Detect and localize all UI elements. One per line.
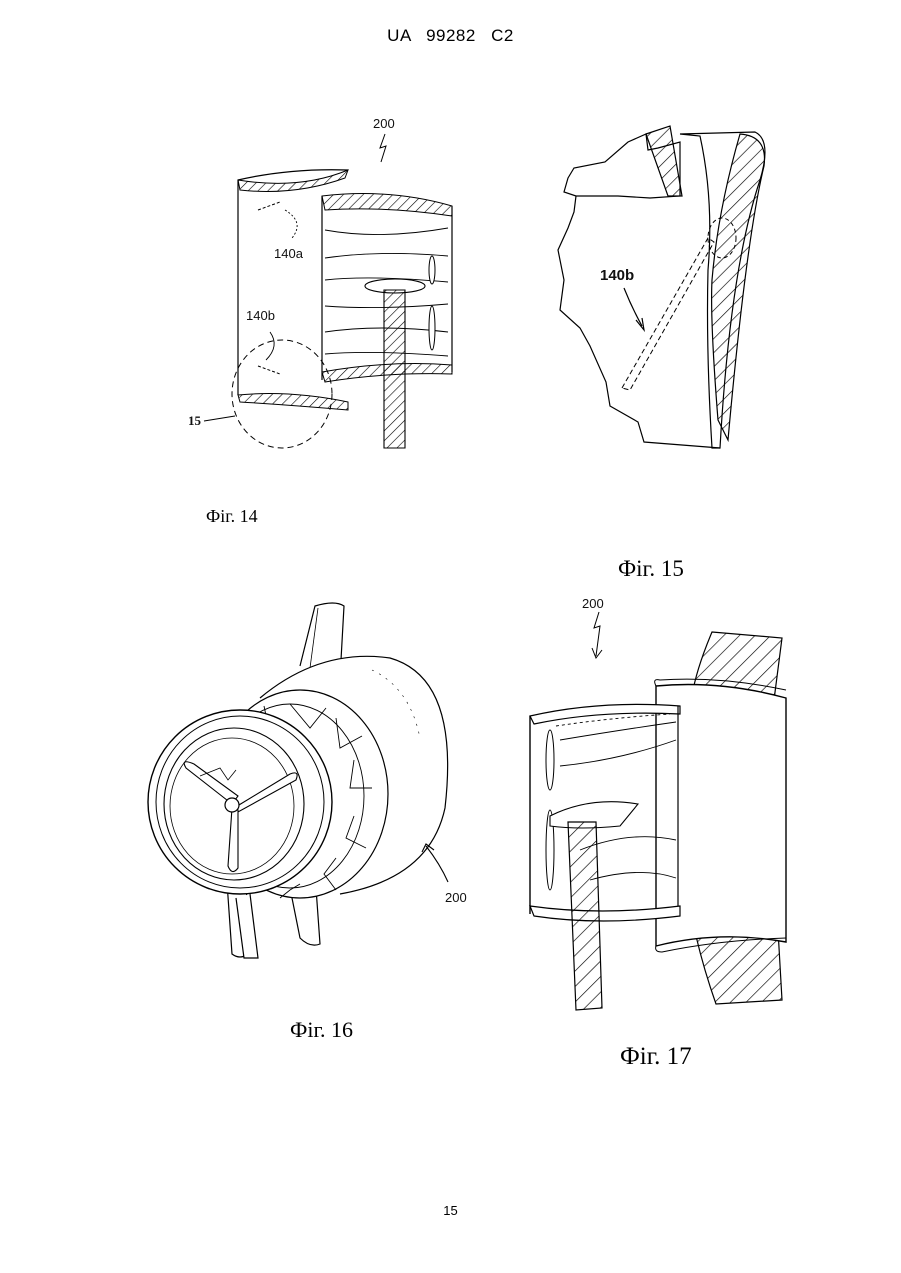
ref-140a-label: 140a: [274, 246, 304, 261]
ref-200-arrow-fig17: [594, 612, 600, 656]
ref-200-arrow: [380, 134, 386, 162]
figure-15-drawing: 140b: [550, 120, 790, 450]
ref-140b-label-fig15: 140b: [600, 267, 634, 284]
ref-15-label: 15: [188, 413, 202, 428]
figure-15-caption: Фіг. 15: [618, 556, 684, 582]
figure-16-caption: Фіг. 16: [290, 1017, 353, 1043]
ref-200-label-fig16: 200: [445, 890, 467, 905]
ref-200-label-fig17: 200: [582, 596, 604, 611]
figure-16-drawing: 200: [140, 598, 480, 970]
page-number: 15: [0, 1203, 901, 1218]
figure-17-drawing: 200: [520, 590, 790, 1020]
figure-17-caption: Фіг. 17: [620, 1043, 692, 1071]
figure-14-caption: Фіг. 14: [206, 506, 258, 527]
ref-140b-label: 140b: [246, 308, 275, 323]
patent-header: UA 99282 C2: [0, 26, 901, 46]
figure-14-drawing: 200 140a 140b 15: [180, 110, 470, 460]
ref-200-label: 200: [373, 116, 395, 131]
